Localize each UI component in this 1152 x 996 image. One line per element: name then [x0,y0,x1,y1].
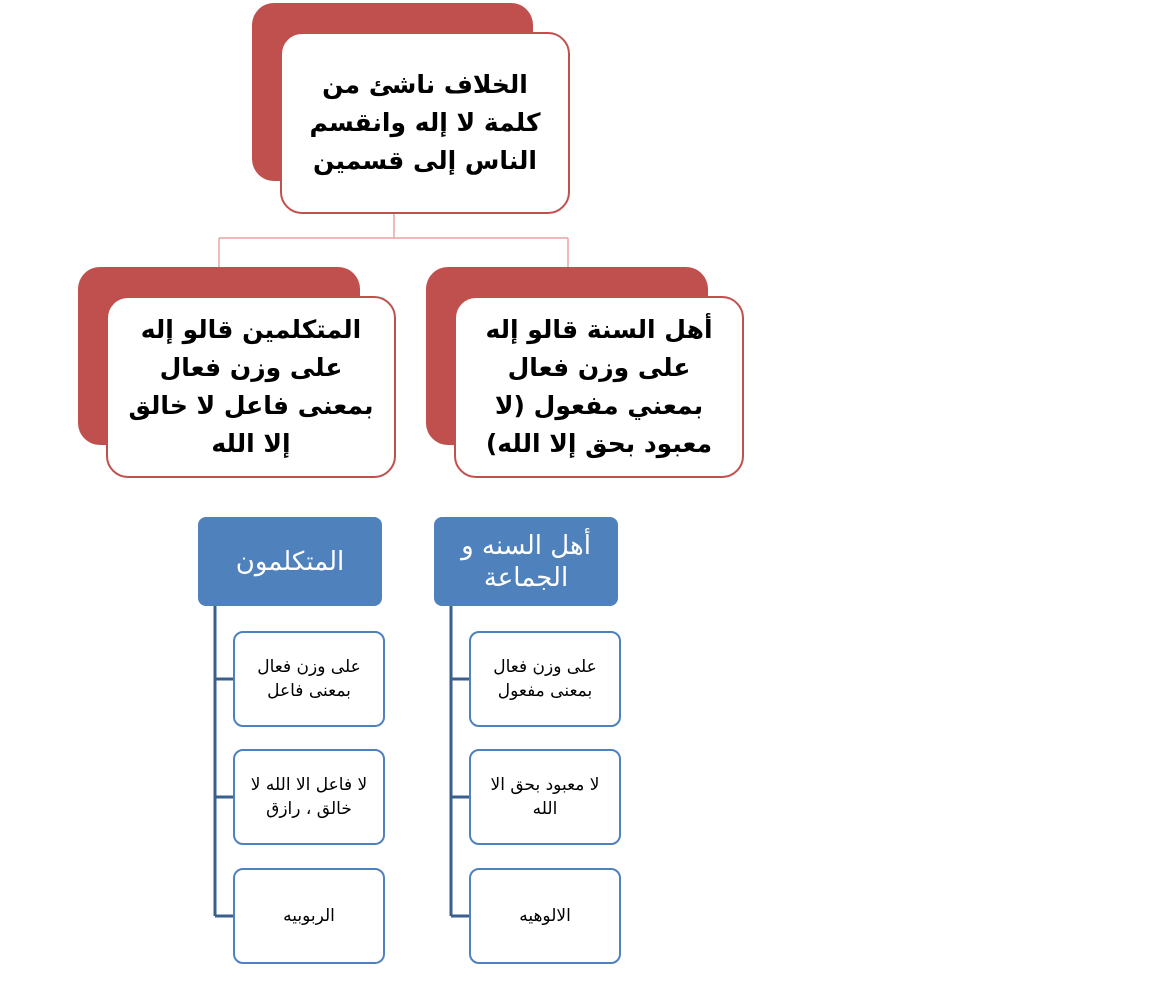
right-list-header: أهل السنه و الجماعة [434,517,618,606]
right-list-item-1: على وزن فعال بمعنى مفعول [469,631,621,727]
left-list-header-text: المتكلمون [235,546,345,577]
left-node: المتكلمين قالو إله على وزن فعال بمعنى فا… [106,296,396,478]
left-list-item-2: لا فاعل الا الله لا خالق ، رازق [233,749,385,845]
left-list-header: المتكلمون [198,517,382,606]
right-list-item-3: الالوهيه [469,868,621,964]
left-node-text: المتكلمين قالو إله على وزن فعال بمعنى فا… [128,315,374,458]
left-list-item-1: على وزن فعال بمعنى فاعل [233,631,385,727]
left-list-item-3: الربوبيه [233,868,385,964]
top-node-text: الخلاف ناشئ من كلمة لا إله وانقسم الناس … [309,70,541,175]
top-node: الخلاف ناشئ من كلمة لا إله وانقسم الناس … [280,32,570,214]
right-list-item-2: لا معبود بحق الا الله [469,749,621,845]
right-node-text: أهل السنة قالو إله على وزن فعال بمعني مف… [485,315,713,458]
right-list-header-text: أهل السنه و الجماعة [461,530,591,593]
right-node: أهل السنة قالو إله على وزن فعال بمعني مف… [454,296,744,478]
